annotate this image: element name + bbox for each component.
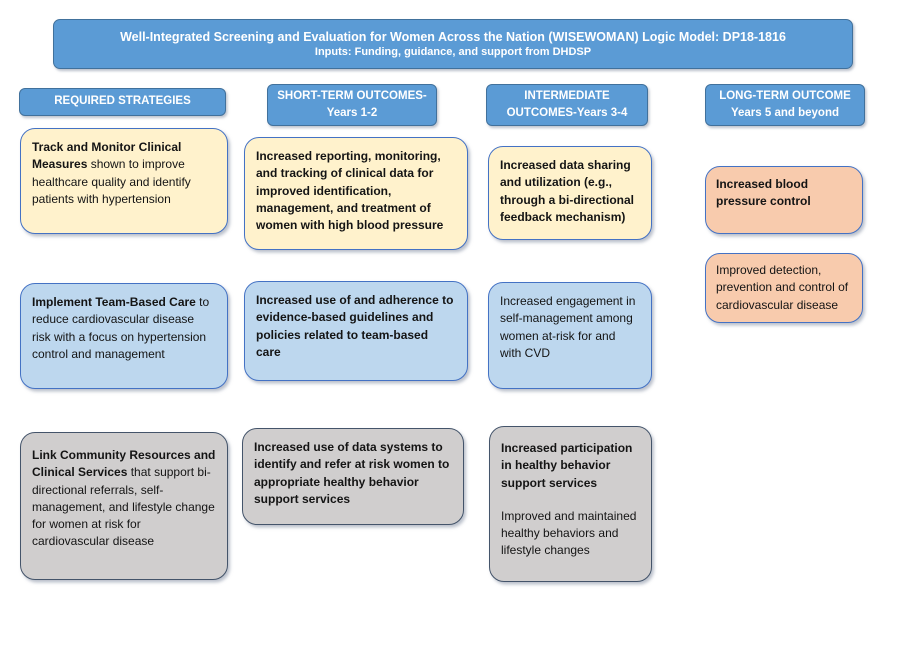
diagram-inputs-subtitle: Inputs: Funding, guidance, and support f… — [314, 45, 592, 58]
box-text-bold: Increased blood pressure control — [716, 177, 811, 209]
header-line: REQUIRED STRATEGIES — [54, 95, 191, 108]
column-header-required-strategies: REQUIRED STRATEGIES — [19, 88, 226, 116]
box-improved-detection-prevention-control: Improved detection, prevention and contr… — [705, 253, 863, 323]
box-text-bold: Link Community Resources and Clinical Se… — [32, 448, 216, 480]
column-header-long-term-outcome: LONG-TERM OUTCOME Years 5 and beyond — [705, 84, 865, 126]
box-text: shown to improve healthcare quality and … — [32, 157, 191, 206]
diagram-title: Well-Integrated Screening and Evaluation… — [120, 29, 786, 44]
column-header-intermediate-outcomes: INTERMEDIATE OUTCOMES-Years 3-4 — [486, 84, 648, 126]
box-increased-data-sharing-utilization: Increased data sharing and utilization (… — [488, 146, 652, 240]
box-increased-use-adherence-guidelines: Increased use of and adherence to eviden… — [244, 281, 468, 381]
header-line: SHORT-TERM OUTCOMES- — [277, 89, 427, 102]
header-line: Years 5 and beyond — [730, 107, 839, 119]
box-increased-reporting-monitoring-tracking: Increased reporting, monitoring, and tra… — [244, 137, 468, 250]
column-header-short-term-outcomes: SHORT-TERM OUTCOMES- Years 1-2 — [267, 84, 437, 126]
box-text: Improved detection, prevention and contr… — [716, 263, 849, 312]
box-text: Improved and maintained healthy behavior… — [501, 508, 637, 558]
box-text-bold: Increased use of and adherence to eviden… — [256, 293, 454, 359]
box-implement-team-based-care: Implement Team-Based Care to reduce card… — [20, 283, 228, 389]
box-text-bold: Increased reporting, monitoring, and tra… — [256, 149, 444, 233]
header-line: Years 1-2 — [326, 107, 378, 119]
box-track-and-monitor-clinical-measures: Track and Monitor Clinical Measures show… — [20, 128, 228, 234]
box-increased-use-data-systems: Increased use of data systems to identif… — [242, 428, 464, 525]
box-increased-blood-pressure-control: Increased blood pressure control — [705, 166, 863, 234]
box-text: to reduce cardiovascular disease risk wi… — [32, 295, 210, 361]
box-increased-participation-healthy-behavior: Increased participation in healthy behav… — [489, 426, 652, 582]
box-text: that support bi-directional referrals, s… — [32, 465, 215, 549]
title-banner: Well-Integrated Screening and Evaluation… — [53, 19, 853, 69]
box-text-bold: Increased participation in healthy behav… — [501, 441, 633, 490]
box-text-bold: Increased use of data systems to identif… — [254, 440, 450, 506]
header-line: LONG-TERM OUTCOME — [719, 89, 851, 102]
header-line: OUTCOMES-Years 3-4 — [506, 107, 628, 119]
box-increased-engagement-self-management: Increased engagement in self-management … — [488, 282, 652, 389]
box-text-bold: Implement Team-Based Care — [32, 295, 196, 309]
box-text: Increased engagement in self-management … — [500, 294, 636, 360]
box-text-bold: Increased data sharing and utilization (… — [500, 158, 634, 224]
box-link-community-resources-clinical-services: Link Community Resources and Clinical Se… — [20, 432, 228, 580]
header-line: INTERMEDIATE — [524, 89, 610, 102]
box-text-bold: Track and Monitor Clinical Measures — [32, 140, 182, 172]
